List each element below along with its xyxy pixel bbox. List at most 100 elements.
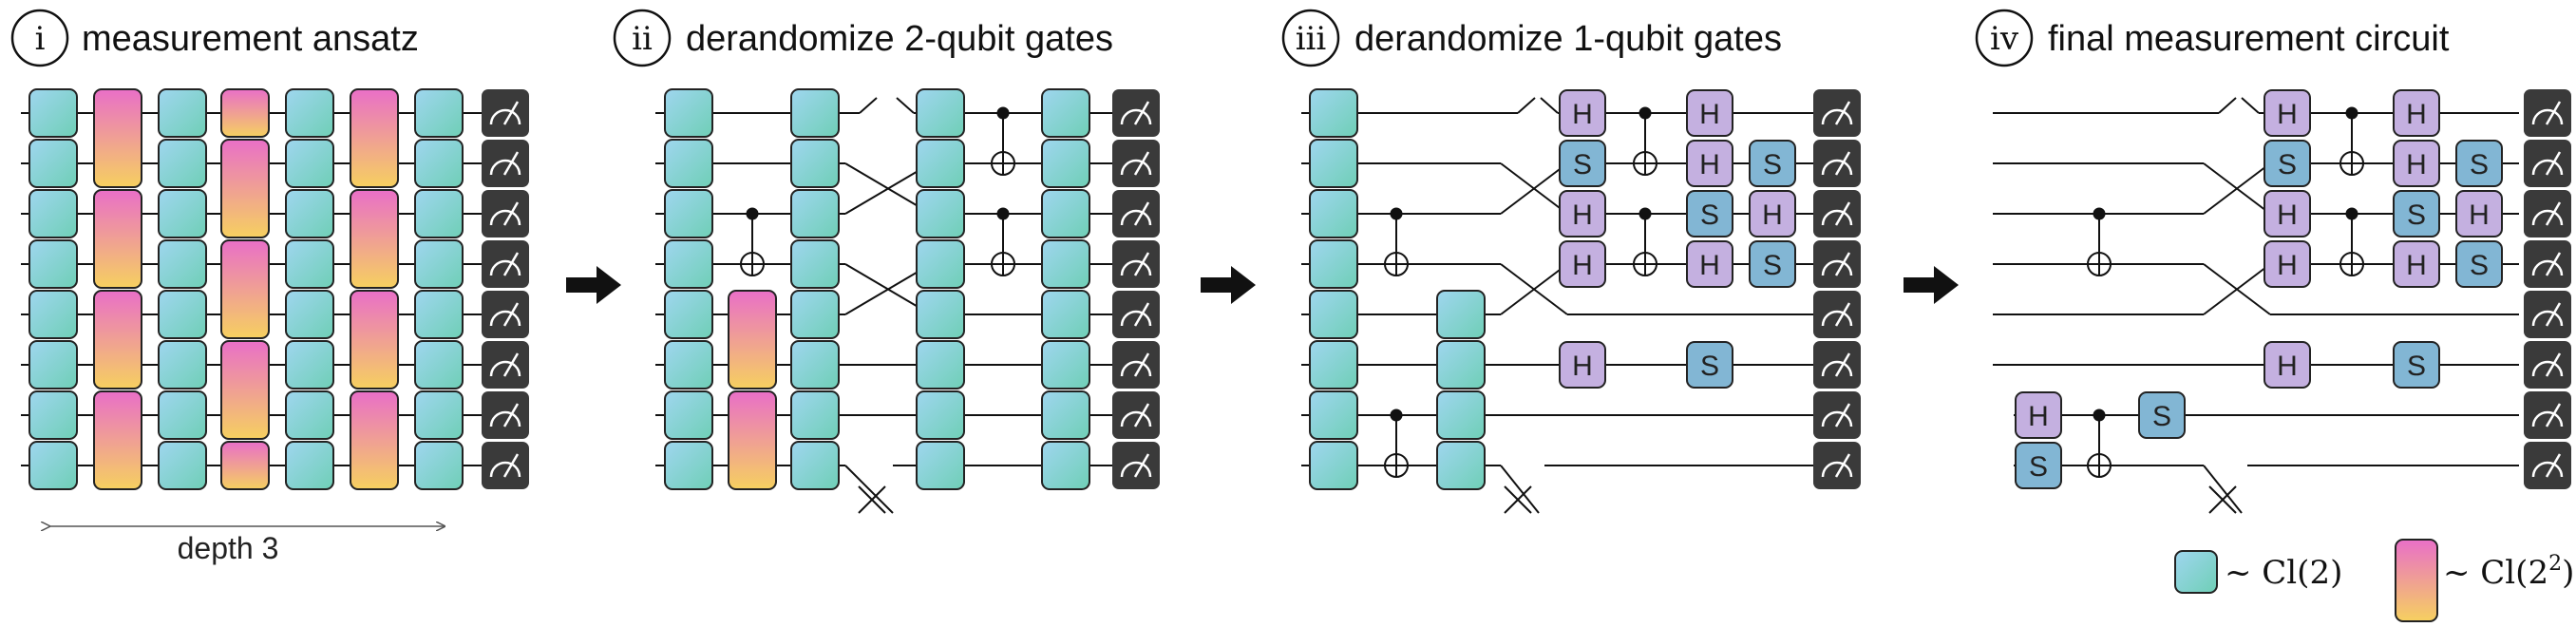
h-gate-label: H xyxy=(1699,250,1720,281)
s-gate xyxy=(2455,140,2503,187)
cl2-gate xyxy=(664,139,713,188)
cl2-gate xyxy=(28,88,78,138)
measure-arc xyxy=(1821,410,1853,428)
cnot-control xyxy=(2093,408,2106,422)
cl4-gate xyxy=(728,290,777,390)
measure-needle xyxy=(2545,403,2562,428)
s-gate-label: S xyxy=(2407,351,2426,382)
panel-i-numeral: i xyxy=(35,20,46,58)
h-gate-label: H xyxy=(1572,99,1593,130)
h-gate xyxy=(1686,89,1733,137)
lost-wire-mark xyxy=(2241,97,2260,114)
measure-icon xyxy=(1112,240,1160,288)
measure-arc xyxy=(1120,461,1152,478)
s-gate-label: S xyxy=(2152,401,2171,432)
h-gate-label: H xyxy=(1572,250,1593,281)
s-gate xyxy=(2393,341,2440,389)
cl2-gate xyxy=(1309,340,1358,390)
legend-cl2-label: ~ Cl(2) xyxy=(2225,554,2342,592)
cnot-control xyxy=(2093,207,2106,220)
cl2-gate xyxy=(664,340,713,390)
measure-needle xyxy=(1133,302,1150,327)
measure-needle xyxy=(1834,151,1851,176)
s-gate xyxy=(2393,190,2440,238)
s-gate-label: S xyxy=(1763,250,1782,281)
measure-arc xyxy=(1120,360,1152,377)
measure-icon xyxy=(1813,140,1861,187)
cl2-gate xyxy=(1041,239,1090,289)
cl2-gate xyxy=(664,239,713,289)
cl2-gate xyxy=(1436,290,1486,339)
measure-needle xyxy=(502,252,520,276)
measure-arc xyxy=(1120,209,1152,226)
panel-i-title: measurement ansatz xyxy=(82,19,419,59)
measure-icon xyxy=(1112,291,1160,338)
s-gate-label: S xyxy=(2029,451,2048,483)
cl2-gate xyxy=(916,139,965,188)
swap-line xyxy=(844,465,894,514)
s-gate-label: S xyxy=(2470,250,2489,281)
measure-needle xyxy=(1834,302,1851,327)
cl2-gate xyxy=(285,290,334,339)
measure-needle xyxy=(2545,201,2562,226)
lost-wire-mark xyxy=(858,485,886,514)
cl2-gate xyxy=(158,290,207,339)
measure-arc xyxy=(2531,360,2564,377)
cl2-gate xyxy=(1041,441,1090,490)
measure-needle xyxy=(1133,151,1150,176)
s-gate xyxy=(1749,240,1796,288)
cl2-gate xyxy=(916,290,965,339)
measure-needle xyxy=(502,151,520,176)
measure-icon xyxy=(1112,140,1160,187)
measure-arc xyxy=(489,310,521,327)
cl4-gate-half xyxy=(220,88,270,138)
h-gate-label: H xyxy=(2277,99,2298,130)
cl2-gate xyxy=(28,239,78,289)
h-gate xyxy=(1559,341,1606,389)
h-gate xyxy=(2455,190,2503,238)
cl2-gate xyxy=(790,88,840,138)
measure-arc xyxy=(2531,310,2564,327)
measure-icon xyxy=(482,89,529,137)
measure-arc xyxy=(2531,461,2564,478)
measure-icon xyxy=(482,240,529,288)
measure-icon xyxy=(1112,341,1160,389)
cl2-gate xyxy=(158,340,207,390)
measure-arc xyxy=(489,461,521,478)
h-gate-label: H xyxy=(2406,99,2427,130)
panel-iv-badge xyxy=(1975,9,2034,67)
h-gate-label: H xyxy=(2469,200,2490,231)
cl2-gate xyxy=(285,189,334,238)
measure-arc xyxy=(2531,259,2564,276)
measure-needle xyxy=(1133,352,1150,377)
measure-icon xyxy=(2524,89,2571,137)
panel-iii-title: derandomize 1-qubit gates xyxy=(1354,19,1782,59)
measure-arc xyxy=(2531,410,2564,428)
measure-needle xyxy=(502,302,520,327)
cl2-gate xyxy=(158,239,207,289)
measure-needle xyxy=(1133,101,1150,125)
cl2-gate xyxy=(1041,139,1090,188)
panel-iv-header: iv final measurement circuit xyxy=(1975,9,2450,67)
cl2-gate xyxy=(790,239,840,289)
measure-needle xyxy=(1133,252,1150,276)
measure-icon xyxy=(2524,140,2571,187)
lost-wire-mark xyxy=(1504,485,1532,514)
cnot-control xyxy=(2345,207,2358,220)
cl2-gate xyxy=(285,88,334,138)
s-gate xyxy=(1749,140,1796,187)
s-gate-label: S xyxy=(1763,149,1782,180)
cl2-gate xyxy=(664,88,713,138)
measure-icon xyxy=(2524,341,2571,389)
measure-icon xyxy=(1813,89,1861,137)
measure-arc xyxy=(489,108,521,125)
cl2-gate xyxy=(414,441,464,490)
h-gate-label: H xyxy=(1699,149,1720,180)
swap-line xyxy=(2203,162,2271,215)
cl2-gate xyxy=(916,88,965,138)
cl2-gate xyxy=(1041,390,1090,440)
cl2-gate xyxy=(664,290,713,339)
cl2-gate xyxy=(916,189,965,238)
cnot-control xyxy=(2345,106,2358,120)
